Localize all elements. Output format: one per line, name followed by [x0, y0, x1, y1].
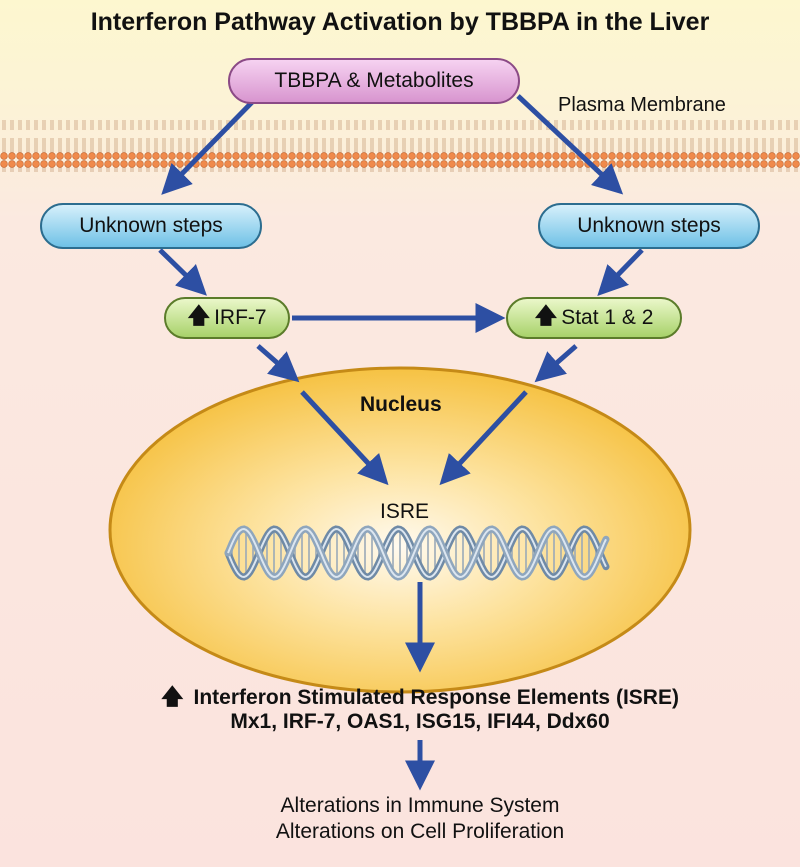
- arrow-source-to-right: [516, 94, 624, 195]
- node-stat-1-2: 🡅 Stat 1 & 2: [506, 297, 682, 339]
- arrow-irf7-to-nucleus: [256, 344, 300, 383]
- up-arrow-icon: 🡅: [534, 303, 558, 328]
- response-genes: Mx1, IRF-7, OAS1, ISG15, IFI44, Ddx60: [230, 710, 610, 733]
- up-arrow-icon: 🡅: [187, 303, 211, 328]
- node-irf7: 🡅 IRF-7: [164, 297, 290, 339]
- arrow-unknown-to-stat: [597, 248, 644, 296]
- plasma-membrane: [0, 120, 800, 172]
- isre-label: ISRE: [380, 500, 430, 523]
- plasma-membrane-label: Plasma Membrane: [558, 94, 726, 116]
- nucleus-label: Nucleus: [360, 393, 442, 416]
- response-title: 🡅 Interferon Stimulated Response Element…: [0, 680, 800, 718]
- arrow-unknown-to-irf7: [158, 248, 207, 296]
- arrow-stat-to-isre: [439, 390, 528, 486]
- arrow-irf7-to-isre: [300, 390, 389, 486]
- pathway-arrows: [158, 90, 644, 791]
- arrow-stat-to-nucleus: [534, 344, 578, 383]
- response-line-1: Interferon Stimulated Response Elements …: [193, 686, 679, 709]
- arrow-source-to-left: [161, 90, 264, 195]
- up-arrow-icon: 🡅: [161, 684, 184, 709]
- node-tbbpa-metabolites: TBBPA & Metabolites: [228, 58, 520, 104]
- node-unknown-steps-left: Unknown steps: [40, 203, 262, 249]
- stat-label: Stat 1 & 2: [561, 306, 654, 329]
- irf7-label: IRF-7: [214, 306, 267, 329]
- dna-helix-icon: [224, 525, 610, 581]
- unknown-left-label: Unknown steps: [79, 214, 223, 237]
- node-tbbpa-label: TBBPA & Metabolites: [274, 69, 474, 92]
- diagram-title: Interferon Pathway Activation by TBBPA i…: [90, 8, 710, 36]
- node-unknown-steps-right: Unknown steps: [538, 203, 760, 249]
- unknown-right-label: Unknown steps: [577, 214, 721, 237]
- outcome-proliferation: Alterations on Cell Proliferation: [275, 820, 565, 843]
- outcome-immune: Alterations in Immune System: [280, 794, 560, 817]
